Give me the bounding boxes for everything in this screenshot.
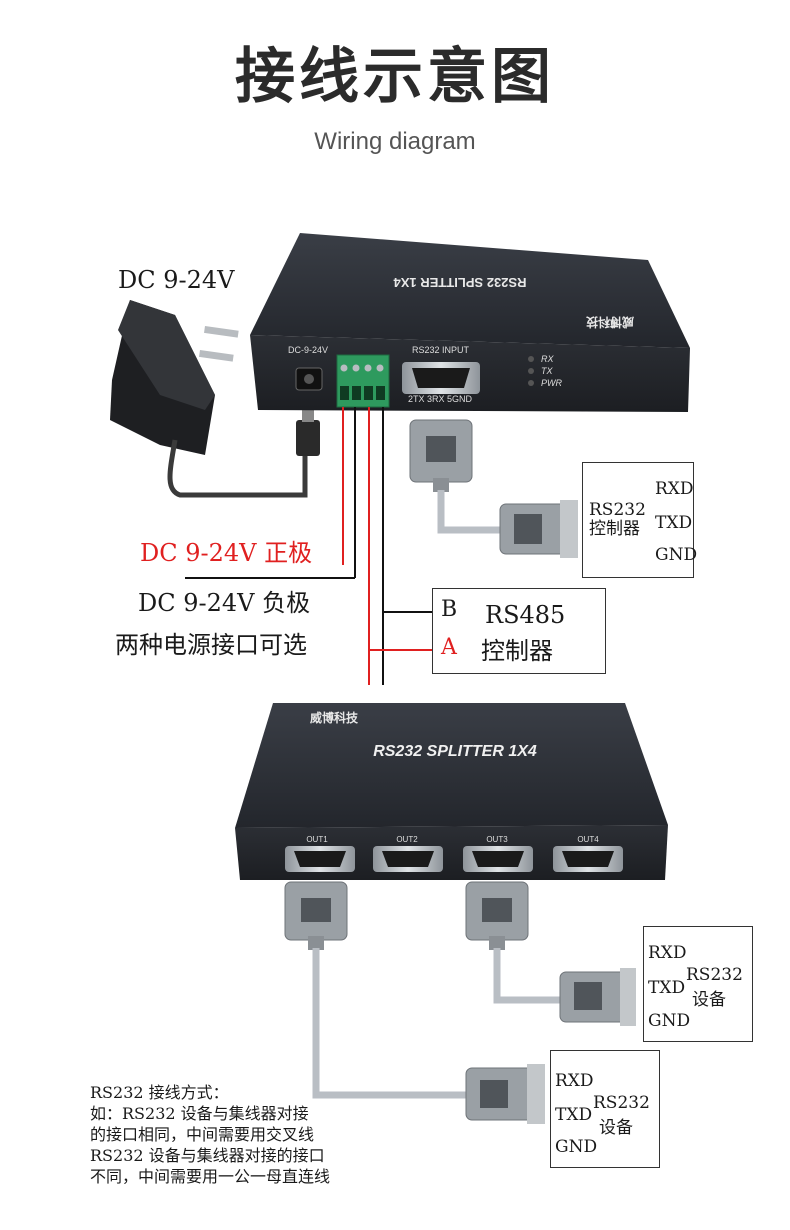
input-port-label: RS232 INPUT (412, 345, 470, 355)
dc-port-label: DC-9-24V (288, 345, 329, 355)
device2-pin-txd: TXD (555, 1105, 593, 1125)
device1-name-1: RS232 (686, 965, 743, 985)
port-label-out3: OUT3 (486, 835, 508, 844)
splitter-bottom-name: RS232 SPLITTER 1X4 (373, 743, 537, 760)
rs232-controller-name: RS232 控制器 (589, 500, 646, 539)
cable-out3 (465, 881, 636, 1026)
controller-pin-gnd: GND (655, 545, 698, 565)
note-line: 不同，中间需要用一公一母直连线 (90, 1167, 331, 1186)
cable-input (409, 419, 578, 558)
rs485-controller-name-2: 控制器 (481, 637, 553, 665)
device2-name-1: RS232 (593, 1093, 650, 1113)
splitter-top-body: RS232 SPLITTER 1X4 威博科技 (250, 233, 690, 412)
rs485-pin-b: B (441, 597, 458, 622)
splitter-bottom-body: 威博科技 RS232 SPLITTER 1X4 OUT1 OUT2 OUT3 O… (235, 703, 668, 880)
power-voltage-label: DC 9-24V (118, 266, 235, 294)
power-negative-label: DC 9-24V 负极 (138, 589, 311, 617)
wiring-notes: RS232 接线方式： 如：RS232 设备与集线器对接 的接口相同，中间需要用… (90, 1082, 330, 1187)
controller-pin-rxd: RXD (655, 479, 694, 499)
power-option-note: 两种电源接口可选 (115, 631, 307, 659)
device2-name-2: 设备 (599, 1118, 633, 1138)
port-label-out2: OUT2 (396, 835, 418, 844)
port-label-out4: OUT4 (577, 835, 599, 844)
note-line: 如：RS232 设备与集线器对接 (90, 1104, 309, 1123)
splitter-top-brand: 威博科技 (585, 315, 634, 330)
device1-pin-gnd: GND (648, 1011, 691, 1031)
page-title: 接线示意图 (235, 42, 555, 112)
rs485-controller-name-1: RS485 (485, 601, 566, 629)
rs232-device-1-box: RXD TXD GND RS232 设备 (643, 926, 753, 1042)
power-positive-label: DC 9-24V 正极 (140, 539, 313, 567)
splitter-top-name: RS232 SPLITTER 1X4 (393, 275, 527, 290)
device1-name-2: 设备 (692, 990, 726, 1010)
device1-pin-txd: TXD (648, 978, 686, 998)
note-line: RS232 设备与集线器对接的接口 (90, 1146, 325, 1165)
rs232-device-2-box: RXD TXD GND RS232 设备 (550, 1050, 660, 1168)
input-pin-label: 2TX 3RX 5GND (408, 394, 473, 404)
controller-pin-txd: TXD (655, 513, 693, 533)
led-rx-label: RX (541, 354, 554, 364)
note-line: 的接口相同，中间需要用交叉线 (90, 1125, 315, 1144)
rs485-controller-box: B A RS485 控制器 (432, 588, 606, 674)
port-label-out1: OUT1 (306, 835, 328, 844)
splitter-bottom-brand: 威博科技 (310, 710, 359, 725)
led-pwr-label: PWR (541, 378, 562, 388)
rs485-pin-a: A (441, 635, 457, 660)
page-subtitle: Wiring diagram (314, 128, 476, 155)
led-tx-label: TX (541, 366, 553, 376)
rs232-controller-box: RS232 控制器 RXD TXD GND (582, 462, 698, 578)
power-adapter (110, 300, 320, 498)
device2-pin-gnd: GND (555, 1137, 598, 1157)
note-line: RS232 接线方式： (90, 1083, 229, 1102)
cable-out1 (284, 881, 545, 1124)
led-labels: RX TX PWR (541, 353, 562, 389)
device2-pin-rxd: RXD (555, 1071, 594, 1091)
device1-pin-rxd: RXD (648, 943, 687, 963)
